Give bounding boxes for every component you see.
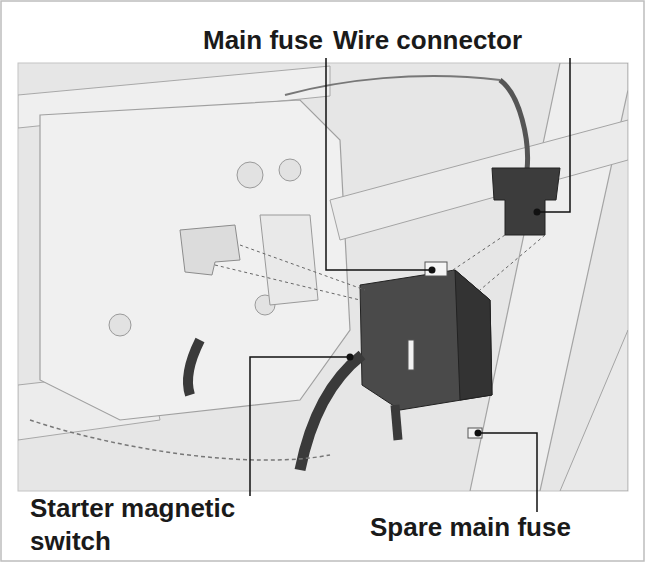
part-label: Main fuse <box>203 24 323 57</box>
fuse-slot <box>408 340 414 370</box>
wire <box>500 80 528 170</box>
part-label: Starter magnetic switch <box>30 492 265 558</box>
bolt <box>109 314 131 336</box>
leader-dot <box>475 430 482 437</box>
leader-line <box>537 58 570 212</box>
leader-dot <box>347 354 354 361</box>
cable <box>188 340 200 395</box>
bolt <box>279 159 301 181</box>
leader-dot <box>429 267 436 274</box>
main-fuse <box>425 262 447 276</box>
spare-main-fuse <box>468 428 482 438</box>
cable <box>395 405 398 440</box>
part-label: Wire connector <box>333 24 522 57</box>
wire <box>285 76 500 95</box>
leader-dot <box>534 209 541 216</box>
leader-line <box>250 357 350 496</box>
bolt <box>237 162 263 188</box>
fuse-box-side <box>455 270 492 400</box>
battery-cable <box>300 355 362 470</box>
bracket <box>260 215 318 305</box>
rear-frame <box>560 330 628 491</box>
part-label: Spare main fuse <box>370 511 571 544</box>
engine-parts <box>18 63 628 491</box>
engine-case <box>40 100 350 420</box>
relay-holder <box>180 225 240 275</box>
picture-area <box>18 63 628 491</box>
fuse-box <box>360 270 492 410</box>
leader-line <box>478 433 537 512</box>
leader-lines <box>250 58 570 512</box>
assembly-guide <box>215 235 545 300</box>
leader-dots <box>347 209 541 437</box>
wire <box>30 420 330 460</box>
cross-frame-tube <box>330 120 628 240</box>
wire-connector <box>492 168 560 235</box>
leader-line <box>326 58 432 270</box>
